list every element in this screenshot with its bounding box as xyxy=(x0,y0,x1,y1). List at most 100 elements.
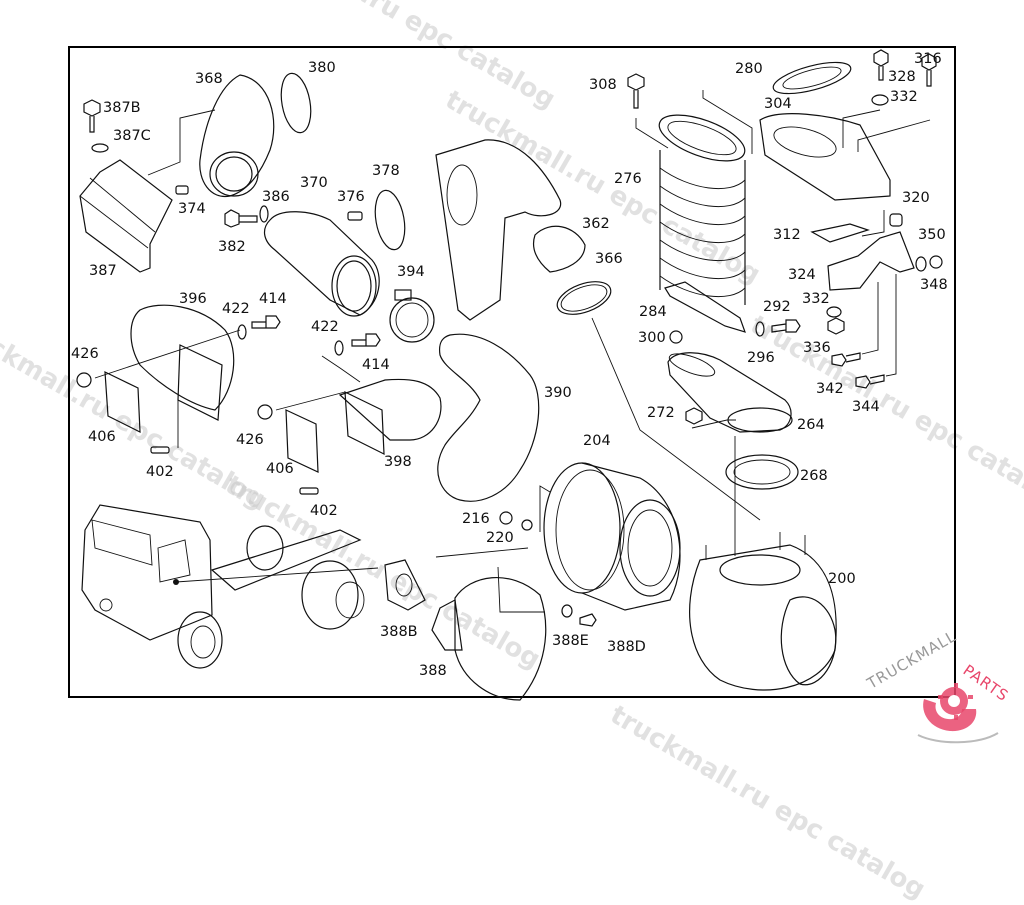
callout-332[interactable]: 332 xyxy=(802,291,830,307)
callout-280[interactable]: 280 xyxy=(735,61,763,77)
part-426-nut-a xyxy=(76,372,92,388)
part-336-nut xyxy=(827,317,845,335)
part-220-washer xyxy=(521,519,533,531)
callout-304[interactable]: 304 xyxy=(764,96,792,112)
callout-272[interactable]: 272 xyxy=(647,405,675,421)
callout-316[interactable]: 316 xyxy=(914,51,942,67)
callout-414[interactable]: 414 xyxy=(259,291,287,307)
callout-344[interactable]: 344 xyxy=(852,399,880,415)
callout-342[interactable]: 342 xyxy=(816,381,844,397)
callout-387B[interactable]: 387B xyxy=(103,100,141,116)
part-387-cover xyxy=(79,159,173,273)
callout-426[interactable]: 426 xyxy=(236,432,264,448)
part-368-housing xyxy=(199,74,275,198)
part-387b-bolt xyxy=(83,99,101,133)
callout-402[interactable]: 402 xyxy=(310,503,338,519)
callout-200[interactable]: 200 xyxy=(828,571,856,587)
callout-380[interactable]: 380 xyxy=(308,60,336,76)
callout-388D[interactable]: 388D xyxy=(607,639,646,655)
leader-line xyxy=(539,485,551,532)
part-406-gasket-a xyxy=(104,371,141,433)
callout-362[interactable]: 362 xyxy=(582,216,610,232)
leader-line xyxy=(691,419,736,429)
callout-376[interactable]: 376 xyxy=(337,189,365,205)
part-204-housing xyxy=(543,462,681,611)
callout-300[interactable]: 300 xyxy=(638,330,666,346)
part-272-nut xyxy=(685,407,703,425)
callout-387[interactable]: 387 xyxy=(89,263,117,279)
part-422-washer-b xyxy=(334,340,344,356)
diagram-frame xyxy=(68,46,956,698)
callout-426[interactable]: 426 xyxy=(71,346,99,362)
callout-388B[interactable]: 388B xyxy=(380,624,418,640)
part-388-shield xyxy=(431,566,547,701)
callout-382[interactable]: 382 xyxy=(218,239,246,255)
part-378-oring xyxy=(374,189,406,251)
part-362-sleeve xyxy=(532,225,586,273)
part-388b-gasket xyxy=(384,559,426,611)
part-370-pipe xyxy=(264,211,380,317)
callout-276[interactable]: 276 xyxy=(614,171,642,187)
callout-336[interactable]: 336 xyxy=(803,340,831,356)
part-332-washer-b xyxy=(826,306,842,318)
part-388e-washer xyxy=(561,604,573,618)
leader-line xyxy=(842,109,931,152)
callout-422[interactable]: 422 xyxy=(222,301,250,317)
callout-284[interactable]: 284 xyxy=(639,304,667,320)
part-426-nut-b xyxy=(257,404,273,420)
callout-406[interactable]: 406 xyxy=(88,429,116,445)
callout-394[interactable]: 394 xyxy=(397,264,425,280)
part-304-bracket xyxy=(759,113,891,201)
part-316-bolt xyxy=(921,53,937,87)
callout-386[interactable]: 386 xyxy=(262,189,290,205)
part-308-bolt xyxy=(627,73,645,109)
callout-312[interactable]: 312 xyxy=(773,227,801,243)
callout-387C[interactable]: 387C xyxy=(113,128,151,144)
callout-216[interactable]: 216 xyxy=(462,511,490,527)
part-312-plate xyxy=(810,223,870,243)
callout-264[interactable]: 264 xyxy=(797,417,825,433)
callout-402[interactable]: 402 xyxy=(146,464,174,480)
callout-378[interactable]: 378 xyxy=(372,163,400,179)
truck-illustration xyxy=(81,504,365,669)
callout-308[interactable]: 308 xyxy=(589,77,617,93)
part-328-bolt xyxy=(873,49,889,81)
callout-368[interactable]: 368 xyxy=(195,71,223,87)
callout-370[interactable]: 370 xyxy=(300,175,328,191)
leader-line xyxy=(702,90,753,154)
callout-366[interactable]: 366 xyxy=(595,251,623,267)
callout-328[interactable]: 328 xyxy=(888,69,916,85)
callout-292[interactable]: 292 xyxy=(763,299,791,315)
part-382-bolt xyxy=(224,209,258,228)
part-344-bolt xyxy=(855,374,885,389)
callout-414[interactable]: 414 xyxy=(362,357,390,373)
callout-390[interactable]: 390 xyxy=(544,385,572,401)
part-386-washer xyxy=(259,205,269,223)
callout-350[interactable]: 350 xyxy=(918,227,946,243)
callout-324[interactable]: 324 xyxy=(788,267,816,283)
callout-348[interactable]: 348 xyxy=(920,277,948,293)
callout-220[interactable]: 220 xyxy=(486,530,514,546)
callout-268[interactable]: 268 xyxy=(800,468,828,484)
part-350-washer xyxy=(915,255,943,272)
callout-406[interactable]: 406 xyxy=(266,461,294,477)
callout-388E[interactable]: 388E xyxy=(552,633,589,649)
parts-diagram xyxy=(76,49,943,701)
callout-388[interactable]: 388 xyxy=(419,663,447,679)
callout-204[interactable]: 204 xyxy=(583,433,611,449)
part-387c-washer xyxy=(91,143,109,153)
callout-374[interactable]: 374 xyxy=(178,201,206,217)
part-324-mount xyxy=(827,231,915,291)
callout-422[interactable]: 422 xyxy=(311,319,339,335)
part-396-manifold xyxy=(130,304,235,421)
leader-line xyxy=(147,109,216,176)
callout-396[interactable]: 396 xyxy=(179,291,207,307)
leader-line xyxy=(861,274,897,377)
part-342-bolt xyxy=(831,352,861,367)
callout-296[interactable]: 296 xyxy=(747,350,775,366)
callout-320[interactable]: 320 xyxy=(902,190,930,206)
callout-332[interactable]: 332 xyxy=(890,89,918,105)
part-296-washer xyxy=(755,321,765,337)
leader-line xyxy=(861,210,885,237)
callout-398[interactable]: 398 xyxy=(384,454,412,470)
